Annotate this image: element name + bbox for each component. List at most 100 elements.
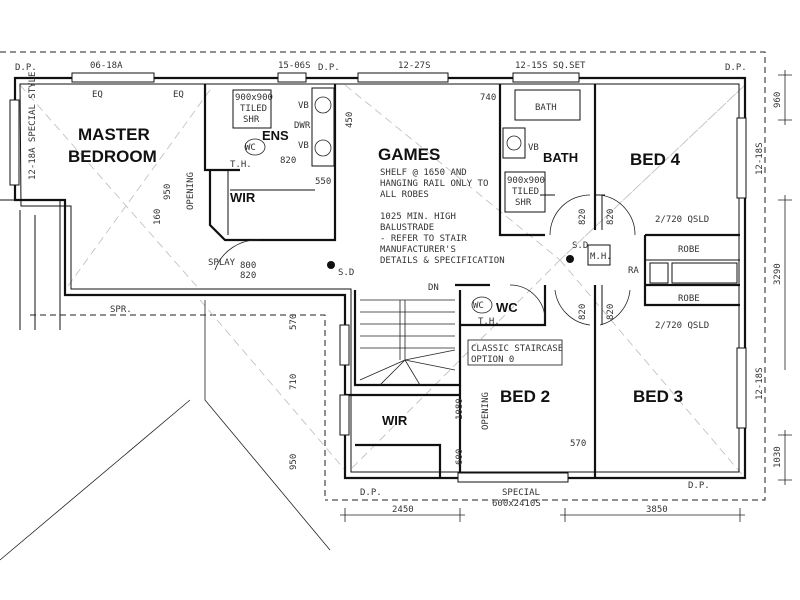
games-shelf-note: SHELF @ 1650 AND HANGING RAIL ONLY TO AL… [380, 168, 488, 200]
room-label-ensuite: ENS [262, 128, 289, 143]
downpipe-label-2: D.P. [318, 63, 340, 73]
staircase-note: CLASSIC STAIRCASE OPTION 0 [467, 339, 563, 366]
internal-walls [203, 84, 740, 478]
svg-text:SHR: SHR [243, 115, 260, 125]
downpipe-label-4: D.P. [360, 488, 382, 498]
towel-hook-label-wc: T.H. [478, 317, 500, 327]
door-qsld-label: 2/720 QSLD [655, 215, 709, 225]
roof-hip-lines [0, 84, 746, 561]
svg-text:TILED: TILED [512, 187, 539, 197]
dimension-820-4: 820 [606, 209, 616, 225]
dimension-800: 800 [240, 261, 256, 271]
window-label: 12-15S SQ.SET [515, 61, 586, 71]
dimension-600: 600 [455, 449, 465, 465]
svg-text:900x900: 900x900 [507, 176, 545, 186]
shower-label-ens: 900x900 TILED SHR [235, 93, 273, 125]
svg-text:- REFER TO STAIR: - REFER TO STAIR [380, 234, 467, 244]
dimension-710: 710 [289, 374, 299, 390]
window-label-special-size: 600x2410S [492, 499, 541, 509]
eq-label: EQ [92, 90, 103, 100]
room-label-lower-wir: WIR [382, 413, 408, 428]
smoke-detector-label: S.D [338, 268, 354, 278]
manhole-label: M.H. [590, 252, 612, 262]
window-label: 15-06S [278, 61, 311, 71]
room-label-bed-4: BED 4 [630, 150, 681, 169]
windows [9, 72, 747, 483]
dimension-820: 820 [280, 156, 296, 166]
dimension-2450: 2450 [392, 505, 414, 515]
external-walls [0, 76, 747, 480]
dimension-950: 950 [163, 184, 173, 200]
dimension-3290: 3290 [773, 263, 783, 285]
towel-hook-label: T.H. [230, 160, 252, 170]
dimension-820-2: 820 [240, 271, 256, 281]
dimension-820-3: 820 [578, 209, 588, 225]
dimension-1030: 1030 [773, 446, 783, 468]
stair-down-label: DN [428, 283, 439, 293]
balustrade-note: 1025 MIN. HIGH BALUSTRADE - REFER TO STA… [380, 212, 505, 266]
room-label-bath: BATH [543, 150, 578, 165]
room-label-master-wir: WIR [230, 190, 256, 205]
svg-text:DETAILS & SPECIFICATION: DETAILS & SPECIFICATION [380, 256, 505, 266]
downpipe-label-5: D.P. [688, 481, 710, 491]
splay-label: SPLAY [208, 258, 236, 268]
dimension-lines [340, 70, 792, 522]
dimension-740: 740 [480, 93, 496, 103]
shower-label-bath: 900x900 TILED SHR [507, 176, 545, 208]
room-label-wc: WC [496, 300, 518, 315]
opening-label-master: OPENING [186, 172, 196, 210]
vanity-label-2: VB [298, 141, 309, 151]
eave-outline [0, 51, 766, 501]
drawer-label: DWR [294, 121, 311, 131]
wc-fixture-label: WC [245, 143, 256, 153]
dimension-960: 960 [773, 92, 783, 108]
svg-text:CLASSIC STAIRCASE: CLASSIC STAIRCASE [471, 344, 563, 354]
bathtub-label: BATH [535, 103, 557, 113]
svg-text:MANUFACTURER'S: MANUFACTURER'S [380, 245, 456, 255]
smoke-detector-icon [327, 255, 574, 269]
robe-label: ROBE [678, 245, 700, 255]
room-label-bed-3: BED 3 [633, 387, 683, 406]
svg-text:ALL ROBES: ALL ROBES [380, 190, 429, 200]
window-label: 12-18A SPECIAL STYLE [28, 72, 38, 180]
smoke-detector-label-2: S.D [572, 241, 588, 251]
room-label-bed-2: BED 2 [500, 387, 550, 406]
eq-label-2: EQ [173, 90, 184, 100]
dimension-570-2: 570 [570, 439, 586, 449]
svg-text:TILED: TILED [240, 104, 267, 114]
svg-text:OPTION 0: OPTION 0 [471, 355, 514, 365]
downpipe-label-3: D.P. [725, 63, 747, 73]
door-swings [214, 194, 636, 326]
wc-fixture-label-2: WC [473, 301, 484, 311]
svg-text:900x900: 900x900 [235, 93, 273, 103]
window-label: 12-27S [398, 61, 431, 71]
svg-text:SHELF @ 1650 AND: SHELF @ 1650 AND [380, 168, 467, 178]
dimension-950-2: 950 [289, 454, 299, 470]
svg-text:SHR: SHR [515, 198, 532, 208]
room-label-master-bedroom-2: BEDROOM [68, 147, 157, 166]
window-label: 12-18S [755, 142, 765, 175]
vanity-label: VB [298, 101, 309, 111]
opening-label: OPENING [481, 392, 491, 430]
dimension-450: 450 [345, 112, 355, 128]
dimension-820-5: 820 [578, 304, 588, 320]
svg-text:1025 MIN. HIGH: 1025 MIN. HIGH [380, 212, 456, 222]
downpipe-label: D.P. [15, 63, 37, 73]
svg-text:HANGING RAIL ONLY TO: HANGING RAIL ONLY TO [380, 179, 488, 189]
dimension-3850: 3850 [646, 505, 668, 515]
staircase [359, 299, 456, 386]
door-qsld-label-2: 2/720 QSLD [655, 321, 709, 331]
window-label: 06-18A [90, 61, 123, 71]
fixtures [232, 87, 738, 314]
return-air-label: RA [628, 266, 639, 276]
robe-label-2: ROBE [678, 294, 700, 304]
dimension-160: 160 [153, 209, 163, 225]
vanity-label-bath: VB [528, 143, 539, 153]
window-label-special: SPECIAL [502, 488, 540, 498]
dimension-570: 570 [289, 314, 299, 330]
dimension-820-6: 820 [606, 304, 616, 320]
dimension-1080: 1080 [455, 398, 465, 420]
spreader-label: SPR. [110, 305, 132, 315]
svg-text:BALUSTRADE: BALUSTRADE [380, 223, 434, 233]
